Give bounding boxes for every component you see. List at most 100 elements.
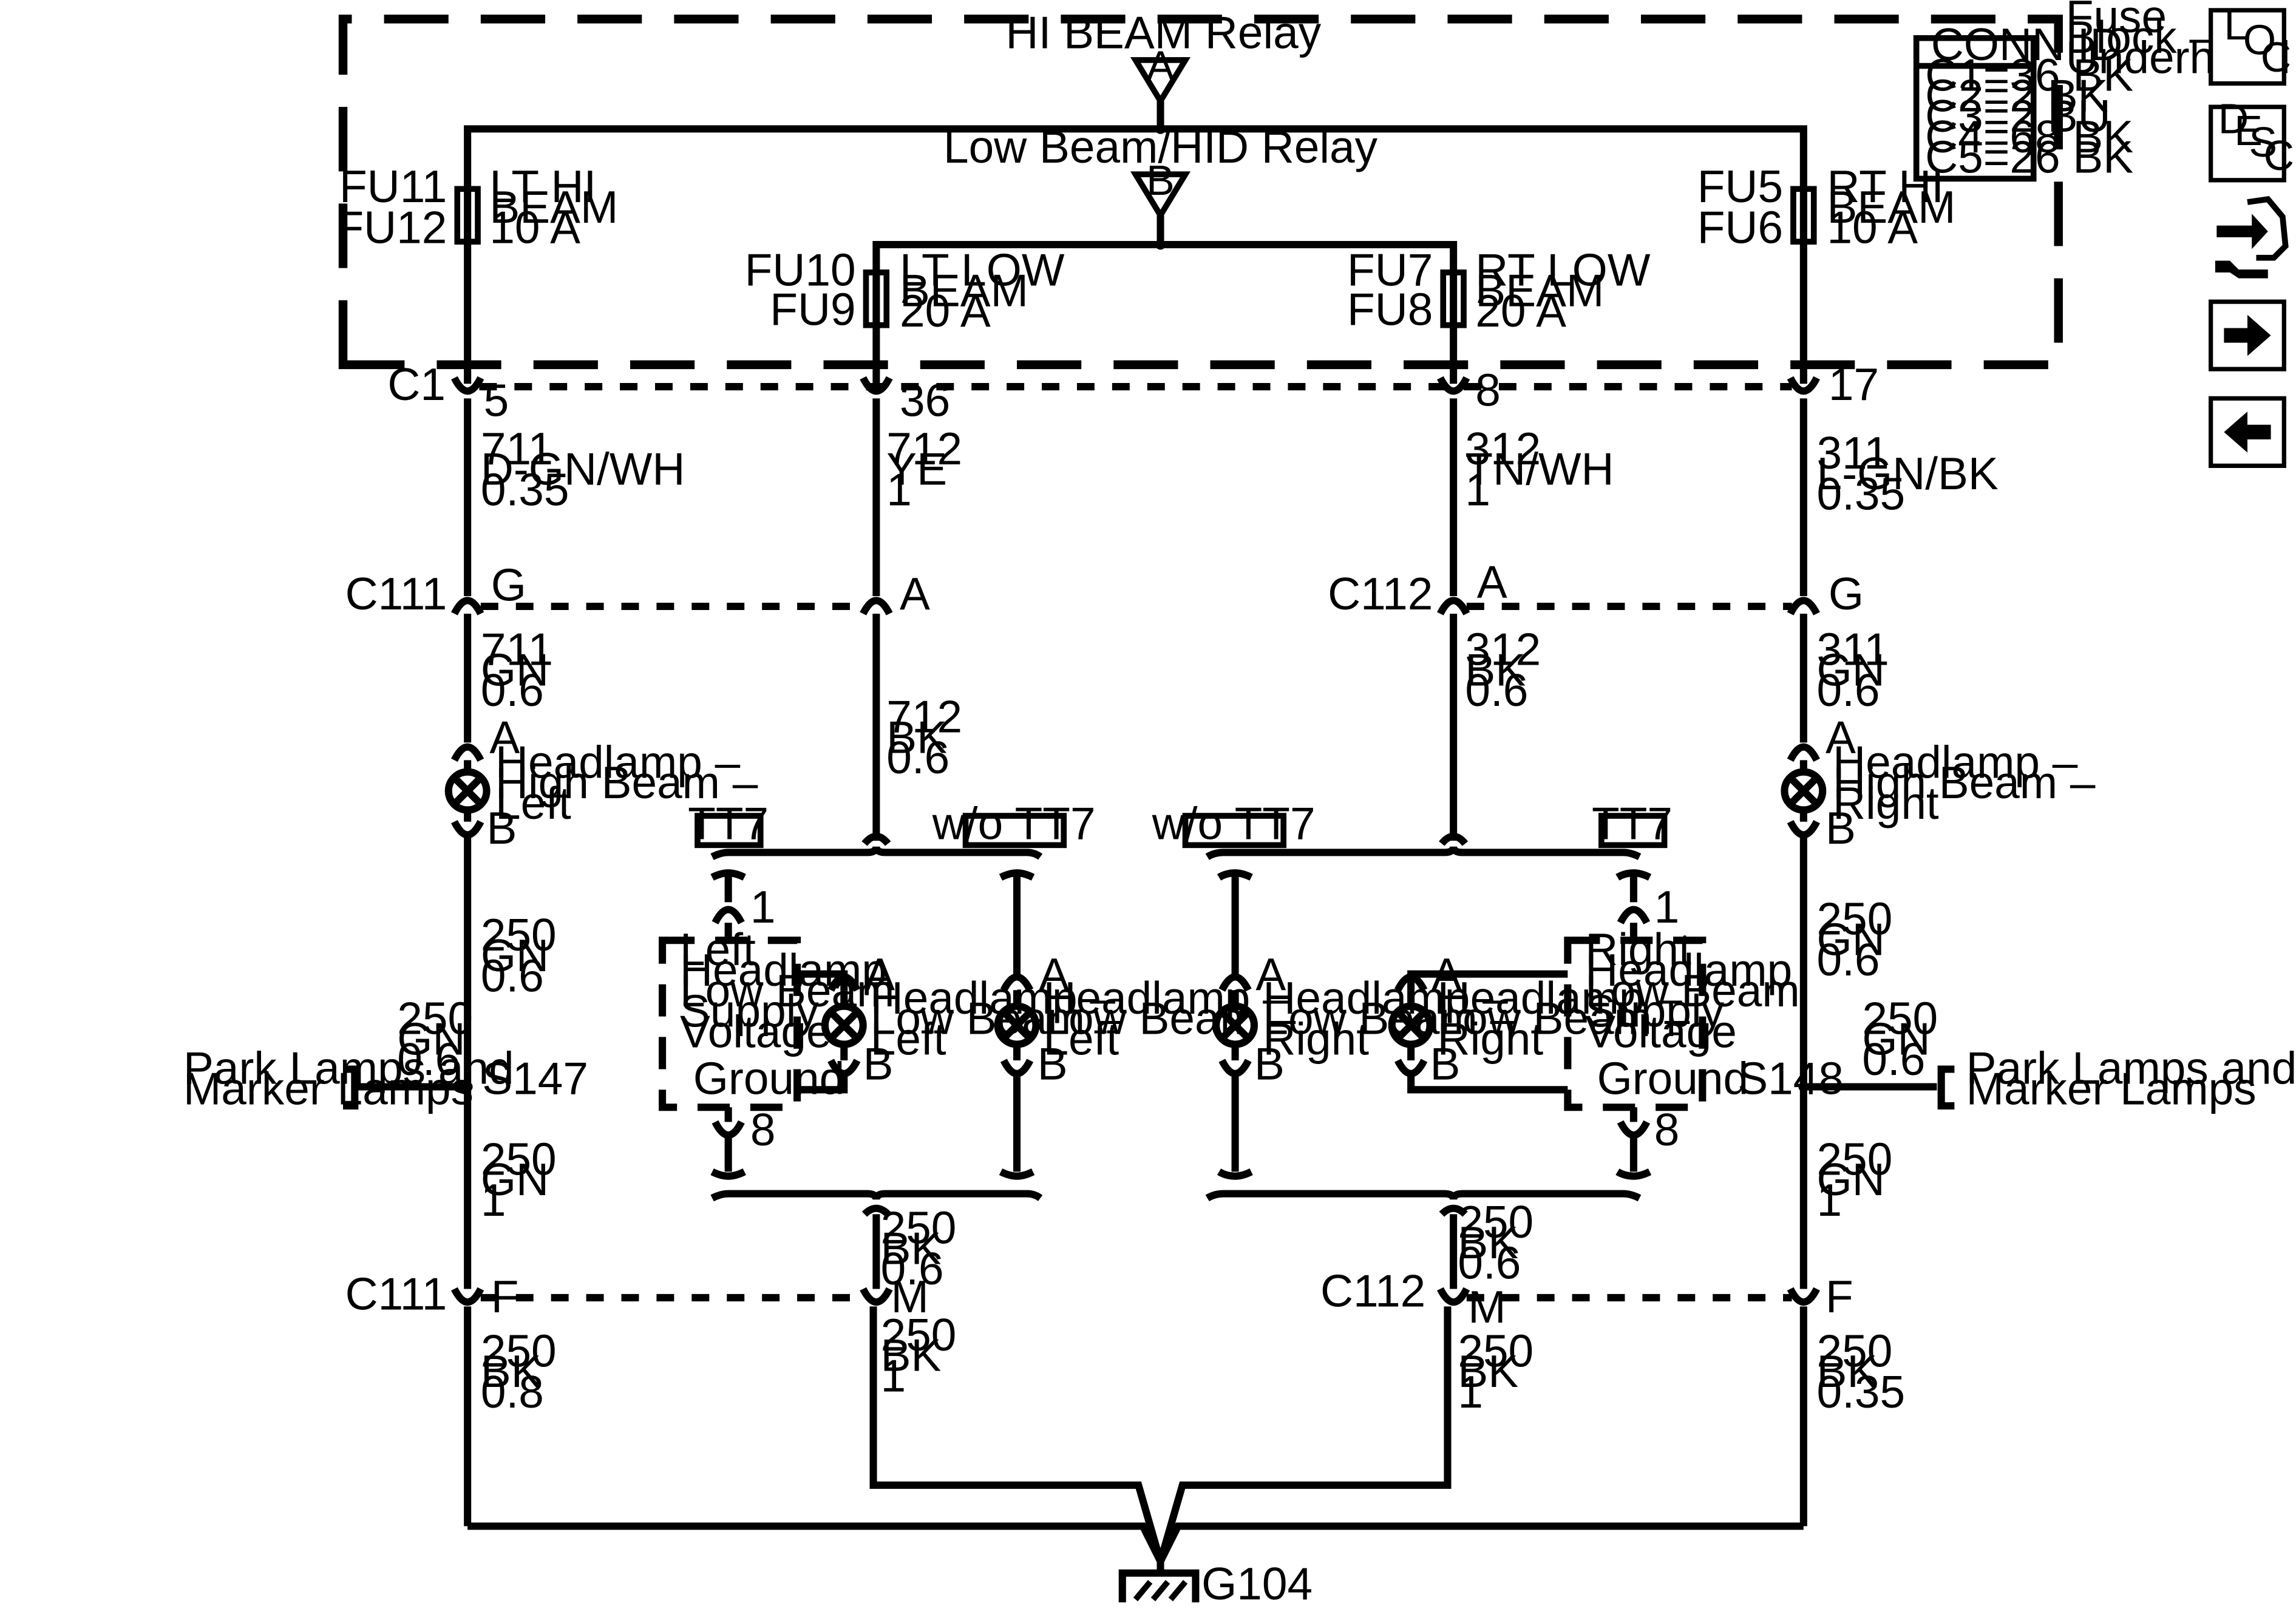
svg-text:Left: Left [680, 924, 756, 975]
low-beam-bus [872, 240, 1458, 384]
svg-text:BK: BK [1465, 644, 1526, 695]
svg-text:A: A [1826, 711, 1856, 762]
svg-text:0.35: 0.35 [481, 464, 569, 515]
fuse-block-boundary [338, 15, 2063, 370]
svg-text:312: 312 [1465, 423, 1541, 474]
svg-text:M: M [1468, 1281, 1506, 1332]
ground-g104: G104 [1118, 1558, 1313, 1609]
wire-312-top: 312 TN/WH 1 [1465, 423, 1614, 515]
connector-c111-top: C111 G A [345, 559, 930, 619]
previous-page-button[interactable] [2209, 396, 2286, 468]
park-lamps-left-1: Park Lamps and [183, 1043, 514, 1094]
c1-label: C1 [387, 359, 446, 410]
svg-text:GN: GN [481, 1154, 549, 1205]
svg-text:B: B [1826, 802, 1856, 853]
wire-711-top: 711 D-GN/WH 0.35 [481, 423, 685, 515]
fuse-rt-low-text-1: RT LOW [1475, 245, 1651, 296]
park-lamps-right-2: Marker Lamps [1966, 1063, 2257, 1114]
svg-text:Headlamp –: Headlamp – [1263, 972, 1508, 1023]
fuse-rt-hi-top: FU5 [1697, 161, 1783, 212]
desc-letter-d: D [2218, 95, 2249, 143]
connector-c112-bottom: C112 M F [1320, 1265, 1853, 1332]
svg-text:B: B [1254, 1038, 1285, 1089]
park-lamps-left-2: Marker Lamps [183, 1063, 474, 1114]
svg-text:BK: BK [881, 1222, 942, 1273]
svg-text:Left: Left [1043, 1013, 1119, 1064]
svg-text:A: A [864, 949, 895, 1000]
arrow-right-icon [2224, 314, 2271, 356]
c111-top-label: C111 [345, 568, 447, 619]
svg-text:High Beam –: High Beam – [1833, 757, 2096, 808]
svg-text:712: 712 [886, 691, 962, 742]
svg-text:C112: C112 [1320, 1265, 1425, 1316]
loc-button[interactable]: L O C [2209, 1, 2292, 86]
svg-text:B: B [863, 1038, 894, 1089]
svg-text:GN: GN [481, 930, 549, 981]
svg-text:GN: GN [397, 1013, 465, 1064]
svg-text:711: 711 [481, 423, 553, 474]
svg-text:Right: Right [1263, 1013, 1369, 1064]
option-wo-tt7-left: w/o TT7 [932, 798, 1096, 849]
fuse-lt-hi-beam: FU11 FU12 LT HI BEAM 10 A [336, 161, 618, 253]
fuse-lt-hi-text-3: 10 A [489, 202, 580, 253]
fuse-rt-hi-bottom: FU6 [1697, 202, 1783, 253]
svg-text:A: A [1255, 949, 1286, 1000]
svg-text:BK: BK [886, 711, 947, 762]
fuse-lt-low-top: FU10 [745, 245, 856, 296]
svg-text:250: 250 [1458, 1325, 1533, 1376]
wire-250-bk-right: 250 BK 0.35 [1817, 1325, 1906, 1417]
svg-text:B: B [1038, 1038, 1068, 1089]
hi-beam-relay-symbol [1130, 57, 1191, 107]
svg-text:1: 1 [481, 1175, 506, 1225]
svg-text:250: 250 [481, 1325, 557, 1376]
svg-text:Headlamp –: Headlamp – [1438, 972, 1683, 1023]
hi-beam-relay-label: HI BEAM Relay [1006, 7, 1322, 58]
wire-311-top: 311 L-GN/BK 0.35 [1817, 427, 1999, 520]
c112-top-pin-g: G [1829, 568, 1864, 619]
svg-text:250: 250 [1817, 1133, 1893, 1184]
svg-text:Low Beam –: Low Beam – [1263, 993, 1515, 1044]
svg-text:8: 8 [750, 1104, 776, 1155]
headlamp-low-beam-right-tt7: A B Headlamp – Low Beam – Right [1388, 949, 1690, 1089]
svg-text:L-GN/BK: L-GN/BK [1817, 448, 1999, 499]
loc-letter-c: C [2261, 33, 2292, 81]
svg-text:YE: YE [886, 444, 947, 495]
svg-text:311: 311 [1817, 624, 1889, 675]
low-beam-relay-symbol [1130, 171, 1191, 222]
svg-text:BK: BK [1817, 1346, 1878, 1397]
wire-250-right-a: 250 GN 0.6 [1817, 893, 1893, 986]
conn-id-line-2: C2=2 BK [1925, 70, 2108, 121]
svg-text:250: 250 [1458, 1196, 1533, 1247]
park-lamps-right-1: Park Lamps and [1966, 1043, 2296, 1094]
svg-text:250: 250 [1862, 993, 1938, 1044]
svg-text:Voltage: Voltage [680, 1006, 832, 1057]
svg-text:0.35: 0.35 [1817, 1366, 1906, 1417]
splice-s148: S148 250 GN 0.6 Park Lamps and Marker La… [1737, 993, 2296, 1114]
svg-text:GN: GN [1817, 644, 1885, 695]
wire-311-mid: 311 GN 0.6 [1817, 624, 1889, 716]
next-page-button[interactable] [2209, 299, 2286, 371]
fuse-lt-low-text-2: BEAM [900, 265, 1028, 316]
wire-250-bk-left-center: 250 BK 0.6 [881, 1202, 957, 1295]
svg-text:Headlamp: Headlamp [1585, 944, 1792, 995]
svg-text:0.6: 0.6 [1458, 1238, 1521, 1289]
fuse-rt-low-bottom: FU8 [1347, 284, 1433, 335]
fuse-lt-hi-top: FU11 [339, 161, 447, 212]
svg-text:0.6: 0.6 [481, 951, 544, 1002]
svg-text:TN/WH: TN/WH [1465, 444, 1614, 495]
svg-text:Headlamp –: Headlamp – [871, 972, 1116, 1023]
desc-button[interactable]: D E S C [2209, 95, 2294, 183]
connector-tool-button[interactable] [2215, 196, 2289, 279]
c112-top-label: C112 [1328, 568, 1433, 619]
fuse-lt-low-bottom: FU9 [770, 284, 855, 335]
svg-text:F: F [491, 1271, 519, 1322]
option-tt7-right: TT7 [1592, 798, 1673, 849]
svg-text:Right: Right [1585, 924, 1691, 975]
svg-text:BK: BK [881, 1330, 942, 1381]
svg-text:1: 1 [1817, 1175, 1843, 1225]
fuse-rt-hi-text-3: 10 A [1827, 202, 1918, 253]
module-right-low-beam-supply: Right Headlamp Low Beam Supply Voltage G… [1564, 924, 1800, 1111]
conn-id-line-5: C5=26 BK [1925, 132, 2133, 183]
fuse-rt-hi-beam: FU5 FU6 RT HI BEAM 10 A [1697, 161, 1956, 253]
hi-beam-bus [464, 125, 1807, 384]
